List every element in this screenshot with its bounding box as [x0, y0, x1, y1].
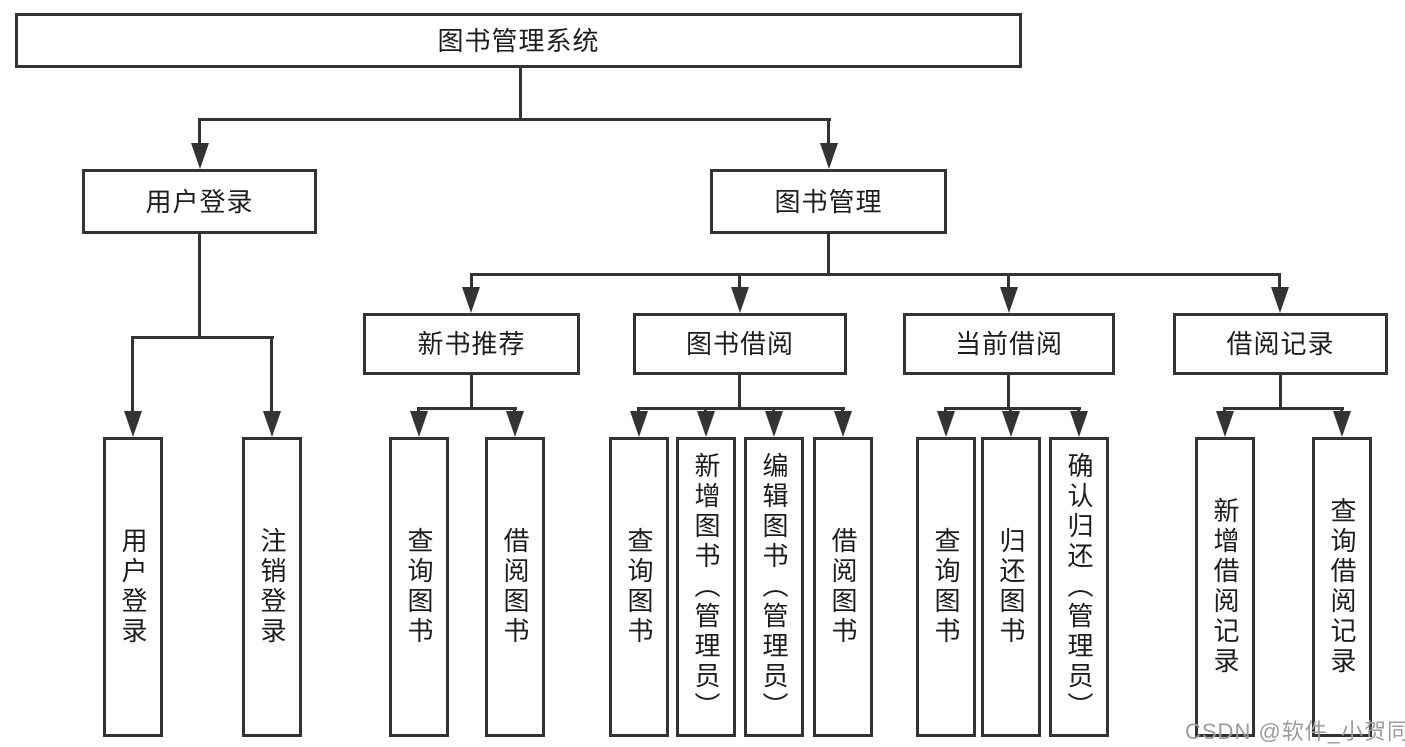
- arrowhead: [697, 411, 715, 437]
- connector-drop: [513, 407, 516, 413]
- leaf-user-login-label: 用户登录: [118, 527, 148, 647]
- node-user-login-label: 用户登录: [145, 186, 254, 217]
- arrowhead: [1333, 411, 1351, 437]
- connector-user-login-bus: [132, 336, 274, 339]
- connector-drop-book-borrow: [738, 273, 741, 289]
- leaf-add-borrow-record-label: 新增借阅记录: [1210, 497, 1240, 677]
- leaf-add-borrow-record: 新增借阅记录: [1195, 437, 1255, 737]
- connector-new-book-bus: [417, 407, 517, 410]
- leaf-confirm-return-admin: 确认归还（管理员）: [1049, 437, 1109, 737]
- node-book-borrowing-label: 图书借阅: [685, 329, 794, 359]
- connector-book-management-bus: [470, 273, 1281, 276]
- leaf-query-books-borrowing-label: 查询图书: [624, 527, 654, 647]
- leaf-query-books-recommend-label: 查询图书: [404, 527, 434, 647]
- connector-drop: [944, 407, 947, 413]
- connector-drop-current-borrow: [1007, 273, 1010, 289]
- leaf-logout: 注销登录: [242, 437, 302, 737]
- node-borrowing-records-label: 借阅记录: [1226, 329, 1335, 359]
- connector-drop-borrow-records: [1278, 273, 1281, 289]
- connector-current-borrowing-bus: [944, 407, 1081, 410]
- connector-book-management-stem: [827, 234, 830, 273]
- node-library-system: 图书管理系统: [15, 13, 1022, 68]
- connector-drop-leaf-login: [131, 336, 134, 413]
- leaf-query-borrow-record: 查询借阅记录: [1312, 437, 1372, 737]
- arrowhead-new-book: [462, 287, 480, 313]
- leaf-add-books-admin-label: 新增图书（管理员）: [691, 452, 721, 722]
- connector-drop: [772, 407, 775, 413]
- arrowhead: [765, 411, 783, 437]
- connector-drop-new-book: [470, 273, 473, 289]
- connector-drop: [841, 407, 844, 413]
- leaf-logout-label: 注销登录: [257, 527, 287, 647]
- connector-drop: [1009, 407, 1012, 413]
- connector-borrowing-records-bus: [1223, 407, 1344, 410]
- leaf-user-login: 用户登录: [103, 437, 163, 737]
- connector-current-borrowing-stem: [1007, 375, 1010, 407]
- connector-borrowing-records-stem: [1279, 375, 1282, 407]
- leaf-query-books-borrowing: 查询图书: [609, 437, 669, 737]
- node-book-management-label: 图书管理: [774, 186, 883, 217]
- arrowhead: [1070, 411, 1088, 437]
- arrowhead-leaf-logout: [263, 411, 281, 437]
- leaf-query-books-current: 查询图书: [916, 437, 976, 737]
- leaf-edit-books-admin: 编辑图书（管理员）: [744, 437, 804, 737]
- leaf-query-books-current-label: 查询图书: [931, 527, 961, 647]
- connector-drop: [1077, 407, 1080, 413]
- connector-root-bus: [198, 118, 831, 121]
- arrowhead-user-login: [191, 143, 209, 169]
- connector-drop: [637, 407, 640, 413]
- arrowhead-book-borrow: [731, 287, 749, 313]
- connector-book-borrowing-bus: [637, 407, 845, 410]
- leaf-return-books-label: 归还图书: [996, 527, 1026, 647]
- csdn-watermark: CSDN @软件_小贺同学: [1185, 719, 1405, 744]
- leaf-borrow-books: 借阅图书: [813, 437, 873, 737]
- connector-drop: [1340, 407, 1343, 413]
- node-current-borrowing: 当前借阅: [903, 313, 1115, 375]
- leaf-borrow-books-recommend-label: 借阅图书: [500, 527, 530, 647]
- node-book-borrowing: 图书借阅: [633, 313, 847, 375]
- connector-drop: [704, 407, 707, 413]
- leaf-query-books-recommend: 查询图书: [389, 437, 449, 737]
- leaf-borrow-books-label: 借阅图书: [828, 527, 858, 647]
- node-borrowing-records: 借阅记录: [1173, 313, 1388, 375]
- connector-new-book-stem: [470, 375, 473, 407]
- node-user-login: 用户登录: [82, 169, 317, 234]
- connector-drop-book-management: [827, 118, 830, 145]
- arrowhead: [410, 411, 428, 437]
- leaf-query-borrow-record-label: 查询借阅记录: [1327, 497, 1357, 677]
- node-new-book-recommend-label: 新书推荐: [417, 329, 526, 359]
- arrowhead: [1002, 411, 1020, 437]
- arrowhead: [834, 411, 852, 437]
- arrowhead-current-borrow: [1000, 287, 1018, 313]
- leaf-borrow-books-recommend: 借阅图书: [485, 437, 545, 737]
- connector-book-borrowing-stem: [738, 375, 741, 407]
- connector-drop: [1223, 407, 1226, 413]
- arrowhead-leaf-login: [124, 411, 142, 437]
- leaf-confirm-return-admin-label: 确认归还（管理员）: [1064, 452, 1094, 722]
- connector-user-login-stem: [198, 234, 201, 336]
- arrowhead: [630, 411, 648, 437]
- node-new-book-recommend: 新书推荐: [363, 313, 580, 375]
- node-current-borrowing-label: 当前借阅: [954, 329, 1063, 359]
- connector-root-stem: [519, 67, 522, 118]
- arrowhead-book-management: [820, 143, 838, 169]
- node-library-system-label: 图书管理系统: [437, 25, 600, 56]
- node-book-management: 图书管理: [710, 169, 947, 234]
- arrowhead: [1216, 411, 1234, 437]
- arrowhead: [937, 411, 955, 437]
- leaf-return-books: 归还图书: [981, 437, 1041, 737]
- arrowhead-borrow-records: [1271, 287, 1289, 313]
- connector-drop: [417, 407, 420, 413]
- leaf-add-books-admin: 新增图书（管理员）: [676, 437, 736, 737]
- leaf-edit-books-admin-label: 编辑图书（管理员）: [759, 452, 789, 722]
- connector-drop-user-login: [198, 118, 201, 145]
- connector-drop-leaf-logout: [270, 336, 273, 413]
- arrowhead: [506, 411, 524, 437]
